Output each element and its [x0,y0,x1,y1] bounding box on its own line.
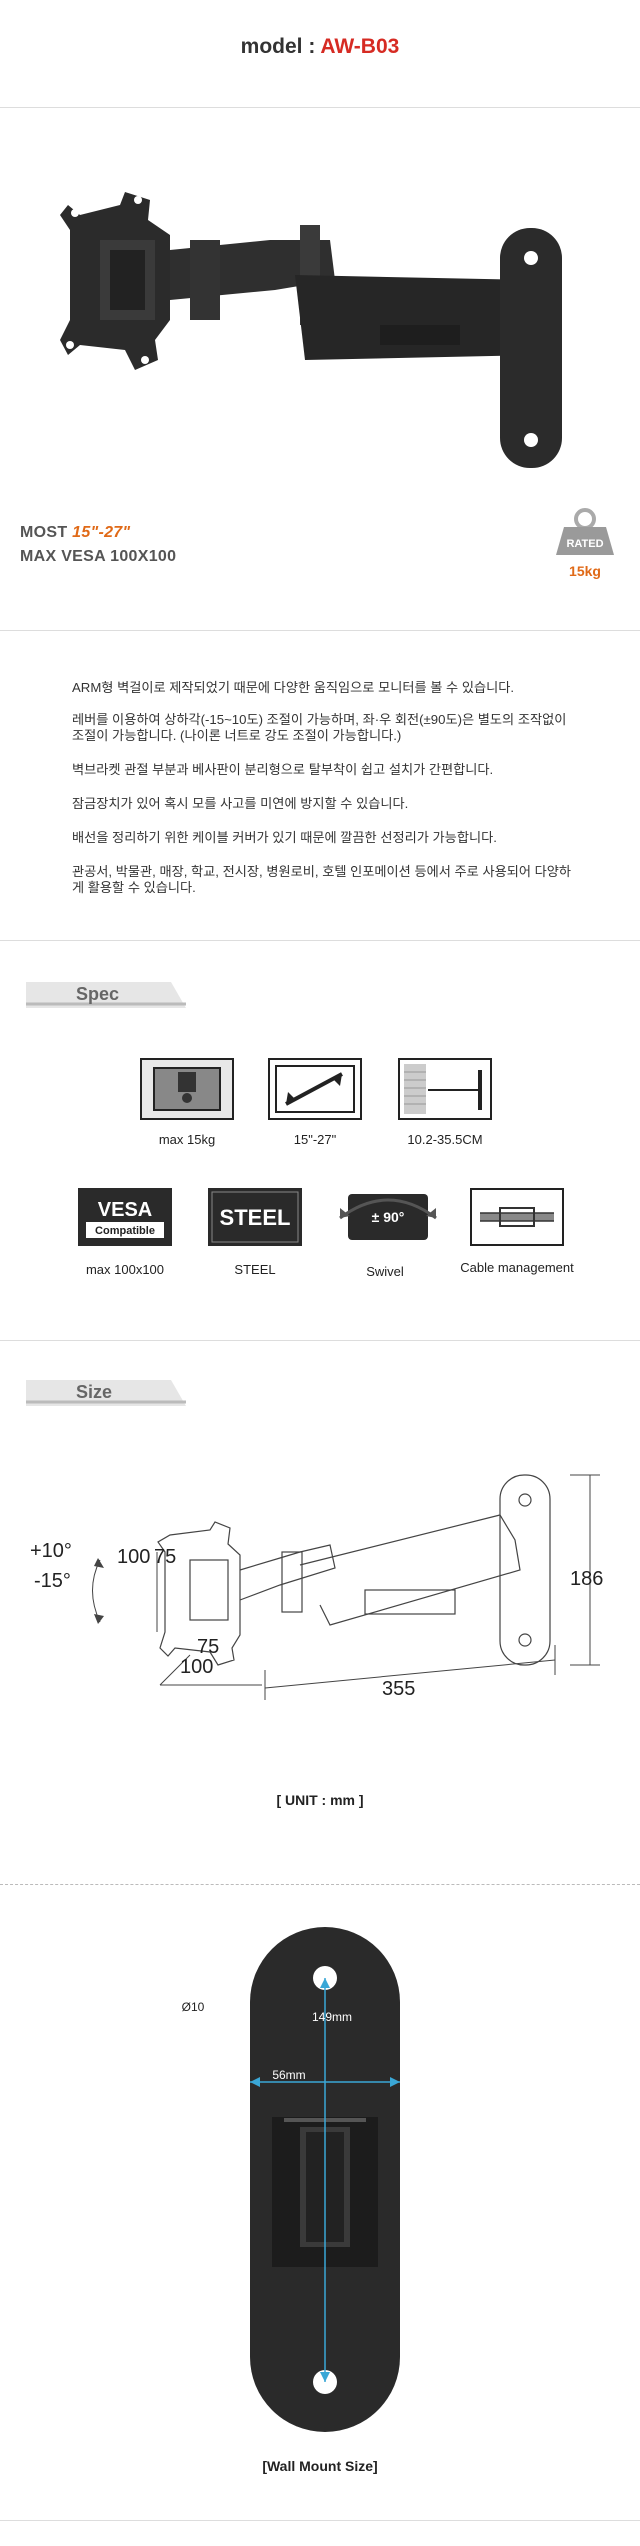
tab-shape [26,982,186,1008]
size-tab: Size [26,1376,186,1406]
weight-icon [140,1058,234,1120]
badge-rated-text: RATED [566,538,603,550]
tilt-up-label: +10° [30,1540,72,1562]
page-title: model : AW-B03 [0,35,640,59]
vesa-max: MAX VESA 100X100 [20,548,177,565]
steel-icon: STEEL [208,1188,302,1246]
steel-text: STEEL [220,1205,291,1230]
swivel-text: ± 90° [372,1209,405,1225]
description-2: 레버를 이용하여 상하각(-15~10도) 조절이 가능하며, 좌·우 회전(±… [72,712,567,743]
description-6: 관공서, 박물관, 매장, 학교, 전시장, 병원로비, 호텔 인포메이션 등에… [72,864,572,895]
dim-186: 186 [570,1568,604,1590]
dim-75-horizontal: 75 [197,1636,220,1658]
tilt-down-label: -15° [34,1570,71,1592]
description-4: 잠금장치가 있어 혹시 모를 사고를 미연에 방지할 수 있습니다. [72,796,409,811]
description-1: ARM형 벽걸이로 제작되었기 때문에 다양한 움직임으로 모니터를 볼 수 있… [72,680,515,695]
width-label: 56mm [272,2068,306,2082]
swivel-icon: ± 90° [339,1194,437,1240]
screen-size-icon [268,1058,362,1120]
tab-shape [26,1380,186,1406]
hole-diameter-label: Ø10 [181,2000,205,2014]
wall-distance-caption: 10.2-35.5CM [407,1132,483,1147]
swivel-caption: Swivel [366,1264,404,1279]
product-image [60,192,562,468]
weight-caption: max 15kg [158,1132,216,1147]
model-name: AW-B03 [320,35,400,58]
divider [0,107,640,108]
size-tab-label: Size [76,1382,113,1402]
dim-100-horizontal: 100 [180,1656,214,1678]
vesa-caption: max 100x100 [85,1262,165,1277]
divider [0,1884,640,1885]
vesa-compatible-text: Compatible [95,1225,155,1237]
vesa-text: VESA [98,1199,152,1221]
steel-caption: STEEL [234,1262,276,1277]
divider [0,1340,640,1341]
description-5: 배선을 정리하기 위한 케이블 커버가 있기 때문에 깔끔한 선정리가 가능합니… [72,830,497,845]
dim-100-vertical: 100 [117,1546,151,1568]
size-diagram [92,1474,600,1700]
rated-badge: RATED 15kg [552,505,618,585]
unit-label: [ UNIT : mm ] [276,1792,364,1808]
wall-distance-icon [398,1058,492,1120]
weight-rated-icon: RATED [556,508,614,555]
divider [0,2520,640,2521]
description-3: 벽브라켓 관절 부분과 베사판이 분리형으로 탈부착이 쉽고 설치가 간편합니다… [72,762,494,777]
height-label: 149mm [311,2010,352,2024]
divider [0,630,640,631]
size-range-value: 15"-27" [72,524,131,541]
cable-management-icon [470,1188,564,1246]
model-prefix: model : [240,35,321,58]
cable-management-caption: Cable management [460,1260,574,1275]
size-range: MOST 15"-27" [20,524,131,541]
wall-mount-diagram [250,1927,400,2432]
spec-tab: Spec [26,978,186,1008]
spec-tab-label: Spec [76,984,120,1004]
badge-weight: 15kg [569,563,601,579]
divider [0,940,640,941]
screen-size-caption: 15"-27" [293,1132,337,1147]
dim-355: 355 [382,1678,416,1700]
wall-mount-caption: [Wall Mount Size] [262,2458,378,2474]
vesa-icon: VESA Compatible [78,1188,172,1246]
dim-75-vertical: 75 [154,1546,177,1568]
